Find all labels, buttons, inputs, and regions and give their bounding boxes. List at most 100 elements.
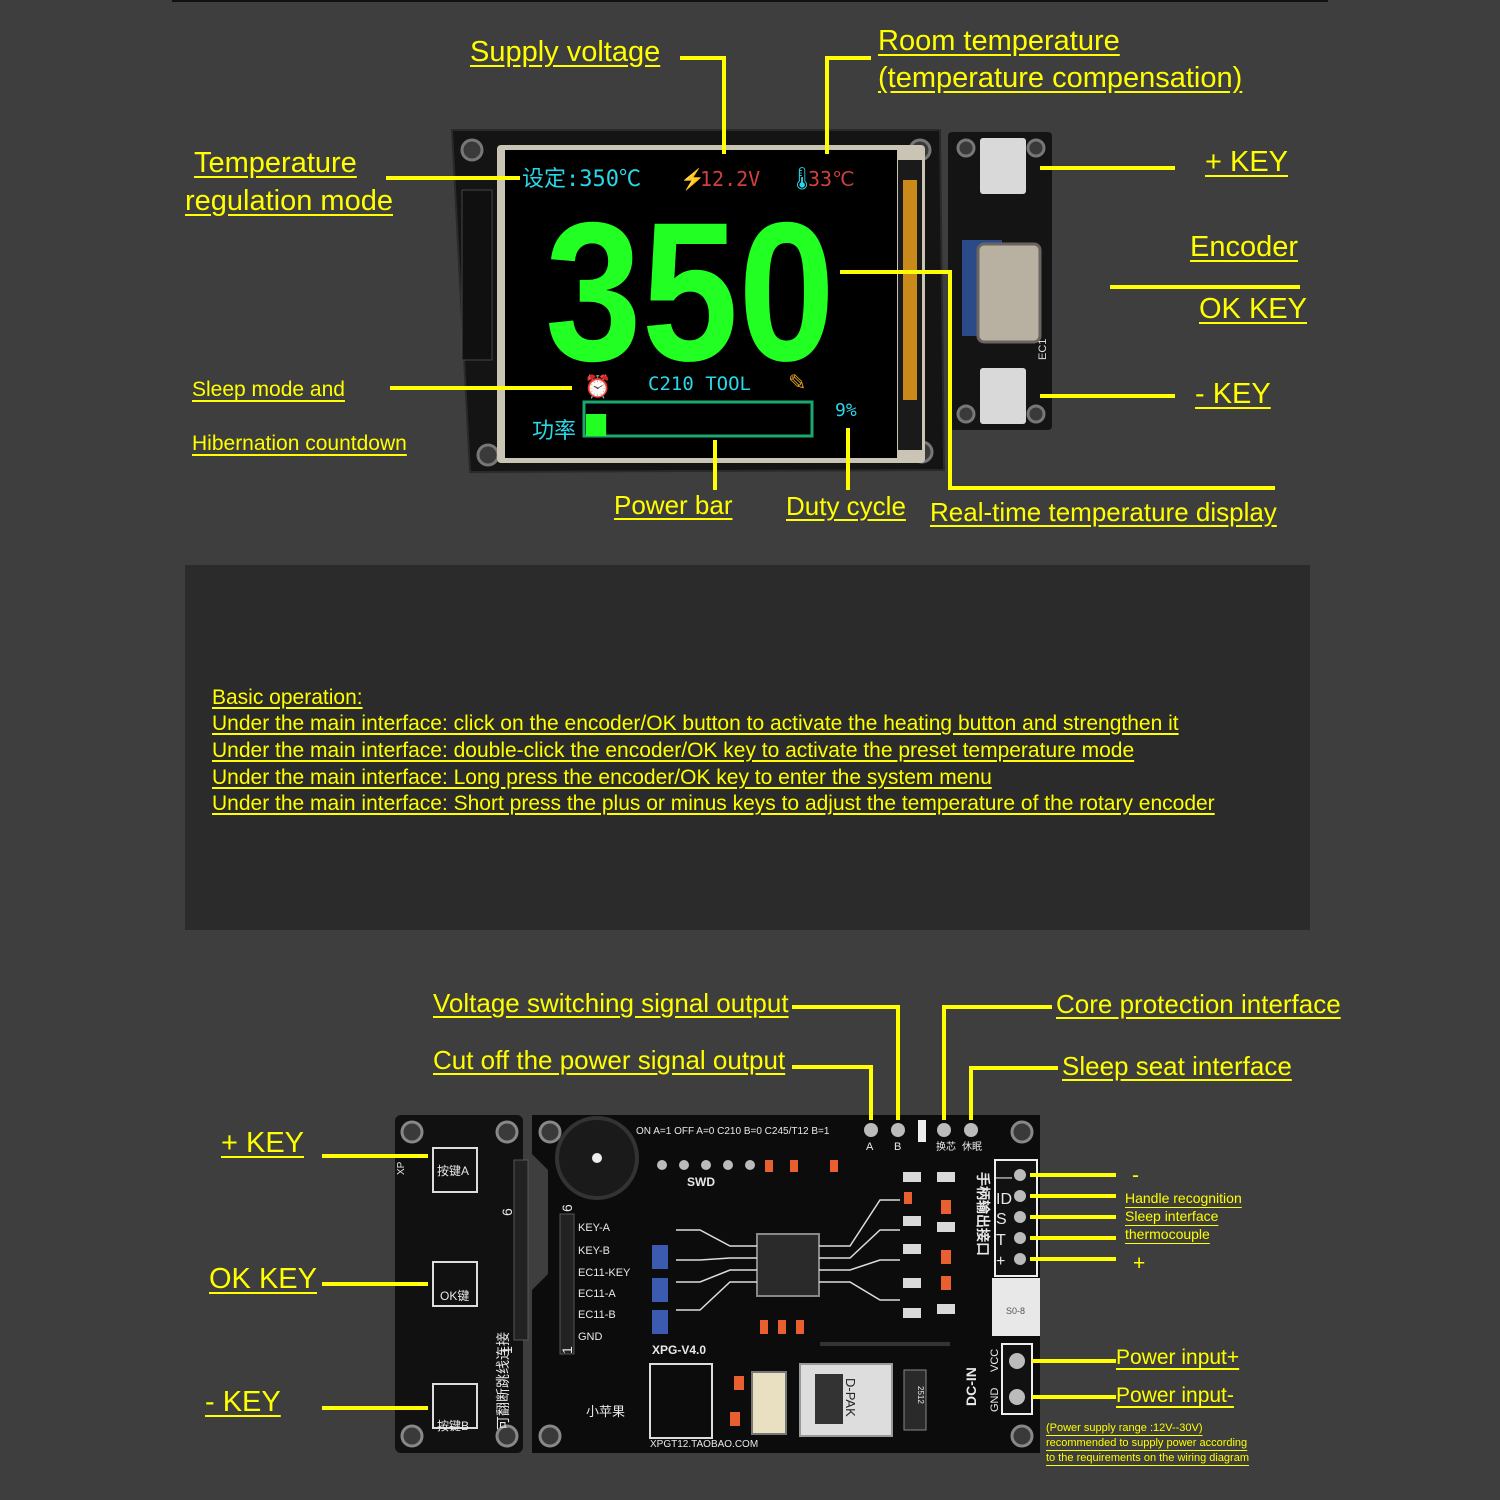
pcb-ok-key[interactable] (432, 1261, 478, 1307)
handle-pin-label: + (996, 1253, 1005, 1270)
handle-pin-label: — (996, 1169, 1012, 1186)
pin-label: EC11-KEY (578, 1267, 631, 1279)
label-temp-mode-2: regulation mode (185, 185, 393, 217)
label-core-protection: Core protection interface (1056, 989, 1341, 1019)
silk-core: 换芯 (936, 1140, 956, 1153)
handle-pin-labels: — ID S T + (996, 1169, 1012, 1270)
label-sleep-seat: Sleep seat interface (1062, 1051, 1292, 1081)
silk-logo: 小苹果 (586, 1404, 625, 1419)
silk-dpak: D-PAK (843, 1378, 858, 1417)
silk-swd: SWD (687, 1175, 715, 1189)
encoder-silk: EC1 (1037, 339, 1049, 360)
silk-xp: XP (396, 1161, 407, 1175)
lcd-voltage: 12.2V (700, 167, 760, 191)
main-pcb: ON A=1 OFF A=0 C210 B=0 C245/T12 B=1 A B… (532, 1115, 1040, 1453)
silk-so8: S0-8 (1006, 1306, 1025, 1316)
label-bottom-minus-key: - KEY (205, 1386, 281, 1418)
silk-sleep: 休眠 (962, 1141, 982, 1153)
silk-handle-output: 手柄输出接口 (975, 1172, 991, 1256)
silk-pin-b: B (894, 1141, 901, 1153)
label-pin-minus: - (1132, 1164, 1139, 1187)
label-plus-key: + KEY (1205, 146, 1289, 178)
control-board-illustration: 按键A OK键 按键B XP 6 1 可翻断跳线连接 ON A=1 OFF A=… (322, 1005, 1116, 1453)
operation-title: Basic operation: (212, 686, 363, 709)
lcd-power-label: 功率 (532, 419, 576, 444)
label-power-note-1: (Power supply range :12V--30V) (1046, 1422, 1203, 1434)
label-power-note-3: to the requirements on the wiring diagra… (1046, 1452, 1249, 1464)
label-sleep-2: Hibernation countdown (192, 432, 407, 455)
pin-label: GND (578, 1331, 603, 1343)
label-voltage-switch: Voltage switching signal output (433, 988, 789, 1018)
plus-key[interactable] (980, 138, 1026, 194)
lcd-temperature: 350 (545, 181, 835, 402)
silk-key-a: 按键A (437, 1164, 469, 1178)
label-sleep-1: Sleep mode and (192, 378, 345, 401)
lcd-duty: 9% (835, 400, 857, 421)
thermometer-icon: 🌡 (788, 166, 816, 191)
silk-jumper: 可翻断跳线连接 (495, 1332, 511, 1430)
silk-key-b: 按键B (437, 1419, 469, 1433)
label-realtime-temp: Real-time temperature display (930, 497, 1277, 527)
label-sleep-interface: Sleep interface (1125, 1208, 1219, 1224)
pin-label: KEY-A (578, 1222, 611, 1234)
silk-dcin: DC-IN (963, 1367, 979, 1406)
pin-label: EC11-B (578, 1309, 616, 1321)
label-power-minus: Power input- (1116, 1384, 1234, 1407)
lcd-screen: 设定:350℃ ⚡ 12.2V 🌡 33℃ 350 ⏰ C210 TOOL ✎ … (497, 145, 925, 463)
mcu-chip (756, 1233, 820, 1297)
pcb-key-b[interactable] (432, 1383, 478, 1429)
label-power-plus: Power input+ (1116, 1346, 1240, 1369)
pcb-key-a[interactable] (432, 1147, 478, 1193)
operation-line-3: Under the main interface: Long press the… (212, 766, 992, 789)
lcd-tool: C210 TOOL (648, 373, 751, 395)
operation-line-4: Under the main interface: Short press th… (212, 792, 1215, 815)
lcd-room-temp: 33℃ (808, 167, 855, 191)
silk-six-right: 6 (559, 1204, 575, 1212)
silk-header: ON A=1 OFF A=0 C210 B=0 C245/T12 B=1 (636, 1126, 830, 1137)
handle-pin-label: ID (996, 1191, 1012, 1208)
label-bottom-ok-key: OK KEY (209, 1263, 317, 1295)
label-handle-recognition: Handle recognition (1125, 1190, 1242, 1206)
silk-ic-marking: 2512 (916, 1386, 925, 1404)
sleep-clock-icon: ⏰ (584, 373, 611, 399)
label-power-bar: Power bar (614, 490, 733, 520)
label-supply-voltage: Supply voltage (470, 36, 661, 68)
encoder-knob[interactable] (976, 242, 1042, 344)
label-room-temp-1: Room temperature (878, 25, 1120, 57)
label-pin-plus: + (1133, 1252, 1146, 1275)
silk-gnd: GND (989, 1388, 1001, 1413)
label-power-note-2: recommended to supply power according (1046, 1437, 1248, 1449)
silk-one-left: 1 (499, 1346, 515, 1354)
silk-six-left: 6 (499, 1208, 515, 1216)
silk-pin-a: A (866, 1141, 874, 1153)
bottom-leader-lines (322, 1005, 1116, 1410)
key-strip-pcb: 按键A OK键 按键B XP 6 1 可翻断跳线连接 (395, 1115, 529, 1453)
power-bar-track (582, 400, 814, 438)
top-leader-lines (386, 56, 1300, 490)
operation-line-1: Under the main interface: click on the e… (212, 712, 1179, 735)
label-room-temp-2: (temperature compensation) (878, 62, 1243, 94)
pin-label: EC11-A (578, 1288, 616, 1300)
top-divider (172, 0, 1328, 2)
label-minus-key: - KEY (1195, 378, 1271, 410)
connector-pin-labels: KEY-A KEY-B EC11-KEY EC11-A EC11-B GND (578, 1222, 631, 1343)
handle-pin-label: S (996, 1211, 1007, 1228)
iron-icon: ✎ (788, 370, 806, 395)
label-cut-off: Cut off the power signal output (433, 1045, 786, 1075)
power-bar-fill (586, 414, 607, 436)
key-board: EC1 (948, 132, 1052, 430)
voltage-icon: ⚡ (680, 167, 705, 191)
label-temp-mode-1: Temperature (194, 147, 357, 179)
minus-key[interactable] (980, 368, 1026, 424)
lcd-setpoint: 设定:350℃ (522, 167, 641, 192)
label-bottom-plus-key: + KEY (221, 1127, 305, 1159)
silk-ok-key: OK键 (440, 1289, 469, 1303)
silk-one-right: 1 (559, 1346, 575, 1354)
basic-operation-panel: Basic operation: Under the main interfac… (185, 565, 1310, 930)
handle-pin-label: T (996, 1232, 1006, 1249)
label-encoder: Encoder (1190, 231, 1299, 263)
display-module-illustration: 设定:350℃ ⚡ 12.2V 🌡 33℃ 350 ⏰ C210 TOOL ✎ … (386, 56, 1300, 490)
silk-url: XPGT12.TAOBAO.COM (650, 1439, 758, 1450)
label-thermocouple: thermocouple (1125, 1226, 1210, 1242)
